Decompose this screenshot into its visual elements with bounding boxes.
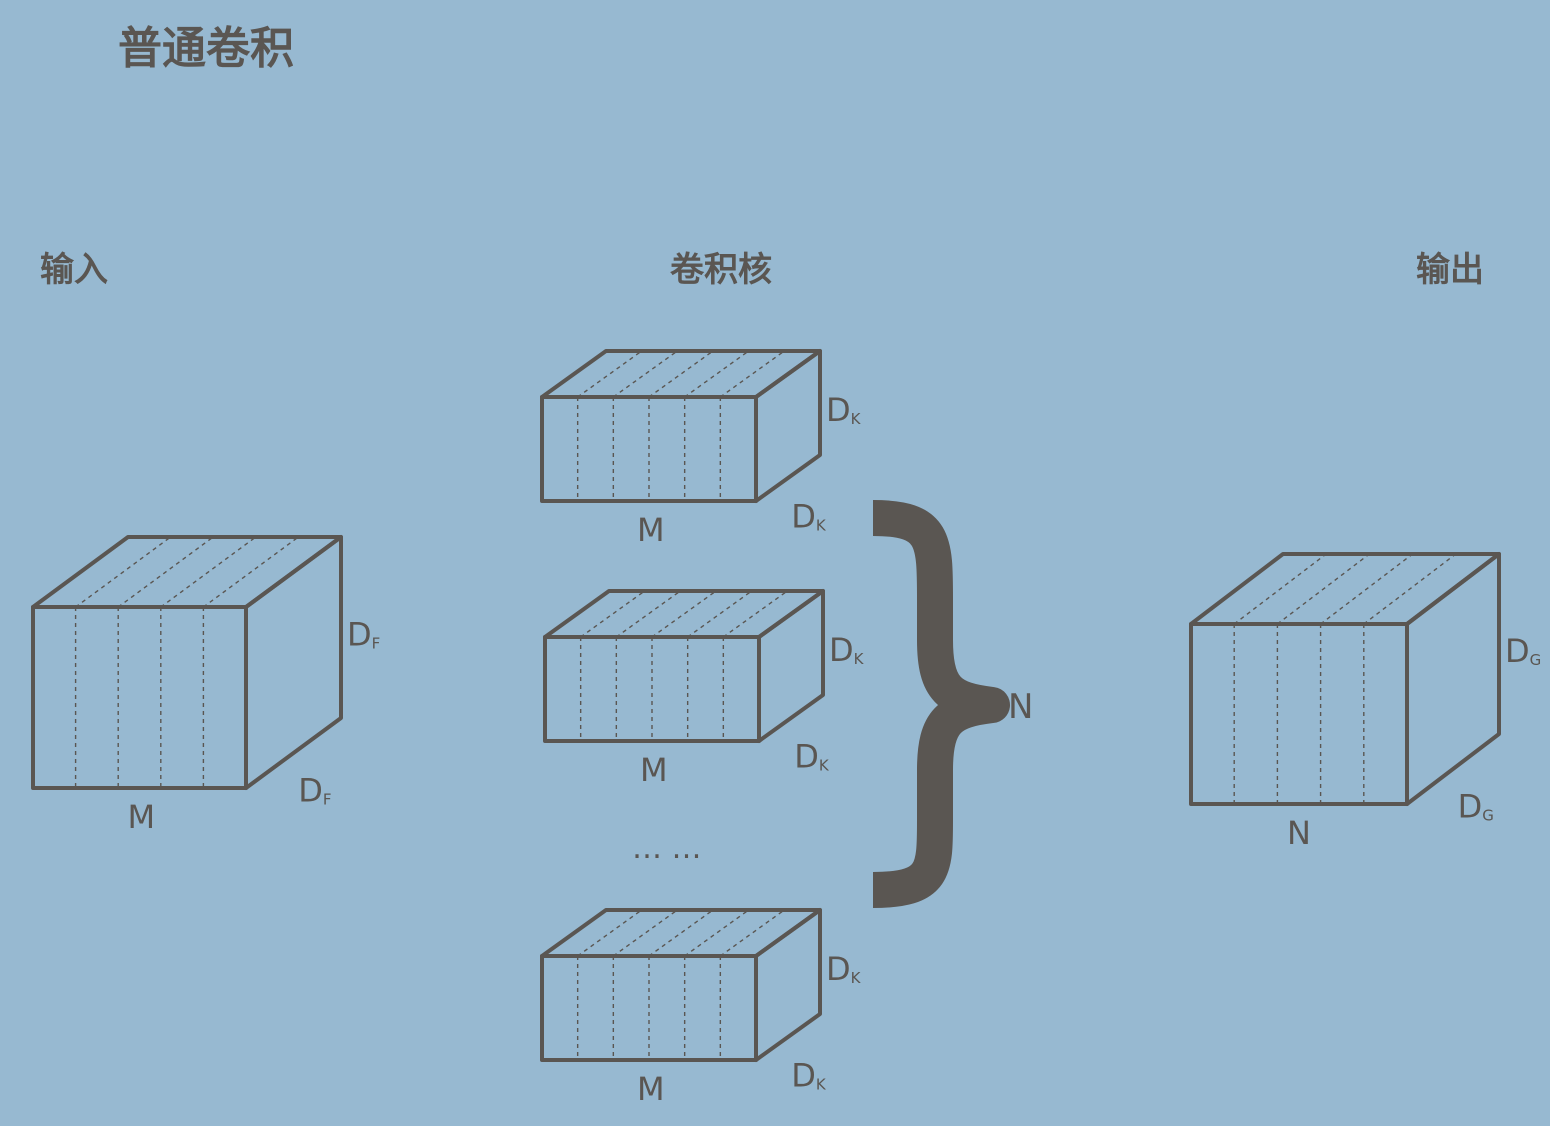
side-face (754, 908, 822, 1062)
width-label: M (640, 751, 668, 789)
side-face (1405, 552, 1501, 806)
front-face (1189, 622, 1409, 806)
brace-count-label: N (1008, 687, 1033, 727)
top-face (540, 349, 822, 399)
channel-divider-top (577, 909, 643, 957)
input-cube: M DF DF (31, 535, 380, 836)
channel-divider-top (1276, 553, 1370, 625)
channel-divider-top (648, 909, 714, 957)
depth-label: DK (791, 1057, 827, 1095)
height-label: DG (1505, 632, 1541, 670)
top-face (540, 908, 822, 958)
depth-label: DF (298, 772, 331, 810)
height-label: DK (829, 631, 865, 669)
channel-divider-top (722, 590, 788, 638)
channel-divider-top (75, 536, 172, 608)
channel-divider-top (160, 536, 257, 608)
channel-divider-top (687, 590, 753, 638)
diagram-title: 普通卷积 (118, 23, 294, 74)
channel-divider-top (580, 590, 646, 638)
side-face (754, 349, 822, 503)
channel-divider-top (612, 350, 678, 398)
depth-label: DG (1458, 788, 1494, 826)
side-face (244, 535, 343, 790)
width-label: M (128, 798, 156, 836)
kernel-cube-2: M DK DK (543, 589, 865, 789)
channel-divider-top (615, 590, 681, 638)
channel-divider-top (684, 909, 750, 957)
kernel-ellipsis: … … (632, 831, 702, 866)
width-label: N (1287, 814, 1311, 852)
output-cube: N DG DG (1189, 552, 1541, 852)
channel-divider-top (719, 350, 785, 398)
channel-divider-top (648, 350, 714, 398)
kernel-section-label: 卷积核 (670, 250, 772, 290)
depth-label: DK (791, 498, 827, 536)
channel-divider-top (719, 909, 785, 957)
height-label: DF (347, 616, 380, 654)
channel-divider-top (202, 536, 299, 608)
width-label: M (637, 511, 665, 549)
channel-divider-top (612, 909, 678, 957)
height-label: DK (826, 950, 862, 988)
channel-divider-top (651, 590, 717, 638)
width-label: M (637, 1070, 665, 1108)
channel-divider-top (117, 536, 214, 608)
kernel-cube-3: M DK DK (540, 908, 862, 1108)
channel-divider-top (1233, 553, 1327, 625)
kernel-cube-1: M DK DK (540, 349, 862, 549)
front-face (31, 605, 248, 790)
top-face (543, 589, 825, 639)
output-section-label: 输出 (1416, 250, 1484, 290)
channel-divider-top (1320, 553, 1414, 625)
channel-divider-top (684, 350, 750, 398)
depth-label: DK (794, 738, 830, 776)
side-face (757, 589, 825, 743)
curly-brace (872, 500, 1010, 908)
channel-divider-top (1363, 553, 1457, 625)
channel-divider-top (577, 350, 643, 398)
input-section-label: 输入 (40, 250, 108, 290)
height-label: DK (826, 391, 862, 429)
